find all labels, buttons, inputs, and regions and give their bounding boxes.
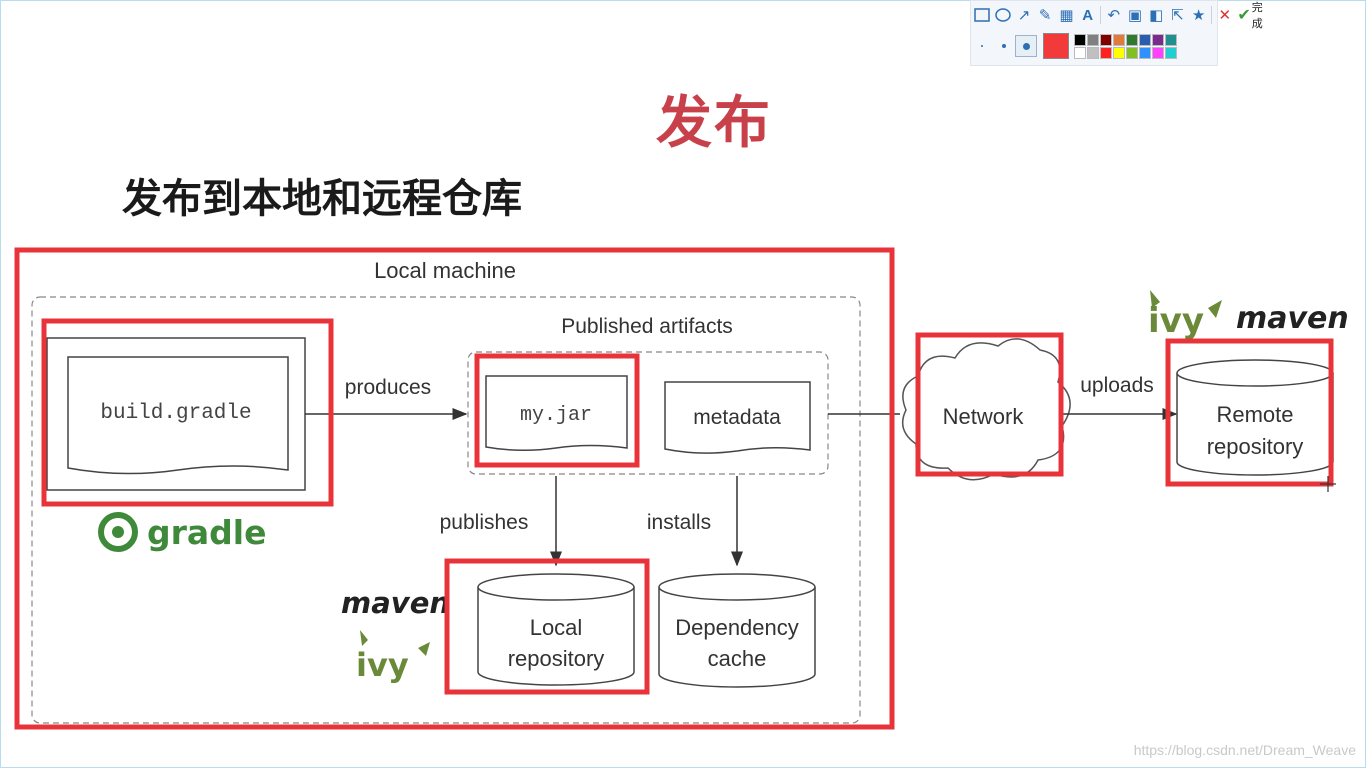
- highlight-remote-repository: [1165, 338, 1334, 487]
- highlight-local-repository: [444, 558, 650, 695]
- dependency-cache-label-1: Dependency: [675, 615, 799, 640]
- arrow-icon[interactable]: ↗: [1017, 7, 1031, 24]
- metadata-label: metadata: [693, 406, 781, 429]
- palette-swatch[interactable]: [1165, 33, 1177, 46]
- undo-icon[interactable]: ↶: [1107, 7, 1121, 24]
- local-repository-cylinder: [477, 573, 635, 686]
- pin-icon[interactable]: ◧: [1149, 7, 1164, 24]
- palette-swatch[interactable]: [1113, 33, 1125, 46]
- ellipse-icon[interactable]: [992, 4, 1013, 26]
- uploads-label: uploads: [1080, 374, 1154, 397]
- toolbar-separator: [1100, 6, 1102, 24]
- toolbar-style-row: [971, 31, 1177, 61]
- highlight-local-machine: [14, 247, 895, 730]
- palette-swatch[interactable]: [1139, 33, 1151, 46]
- slide-subtitle: 发布到本地和远程仓库: [122, 176, 522, 222]
- palette-swatch[interactable]: [1139, 46, 1151, 59]
- check-icon: ✔: [1237, 7, 1251, 24]
- palette-swatch[interactable]: [1074, 46, 1086, 59]
- dependency-cache-cylinder: [658, 573, 816, 688]
- ivy-logo-remote: ivy: [1148, 301, 1204, 341]
- highlight-jar: [474, 353, 640, 468]
- text-icon[interactable]: A: [1082, 6, 1094, 24]
- jar-label: my.jar: [520, 404, 592, 427]
- done-label: 完成: [1251, 2, 1263, 30]
- local-repo-label-1: Local: [530, 615, 583, 640]
- slide-title: 发布: [656, 91, 772, 156]
- remote-repo-label-1: Remote: [1216, 402, 1293, 427]
- annotation-toolbar: ↗ ✎ ▦ A ↶ ▣ ◧ ⇱ ★ ✕ ✔ 完成: [970, 0, 1263, 66]
- mosaic-icon[interactable]: ▦: [1059, 7, 1074, 24]
- palette-swatch[interactable]: [1126, 46, 1138, 59]
- jar-document: [485, 375, 628, 452]
- remote-repository-cylinder: [1176, 359, 1334, 476]
- palette-swatch[interactable]: [1074, 33, 1086, 46]
- star-icon[interactable]: ★: [1191, 7, 1206, 24]
- highlight-build-gradle: [41, 318, 334, 507]
- watermark: https://blog.csdn.net/Dream_Weave: [1133, 742, 1356, 758]
- current-color-swatch[interactable]: [1043, 33, 1069, 59]
- published-artifacts-label: Published artifacts: [561, 315, 733, 338]
- toolbar-separator: [1211, 6, 1213, 24]
- published-artifacts-container: [467, 351, 829, 475]
- color-palette: [1074, 33, 1177, 59]
- palette-swatch[interactable]: [1165, 46, 1177, 59]
- rectangle-icon[interactable]: [971, 4, 992, 26]
- palette-swatch[interactable]: [1100, 46, 1112, 59]
- share-icon[interactable]: ⇱: [1171, 7, 1184, 24]
- palette-swatch[interactable]: [1113, 46, 1125, 59]
- palette-swatch[interactable]: [1152, 33, 1164, 46]
- palette-swatch[interactable]: [1100, 33, 1112, 46]
- local-repo-label-2: repository: [508, 646, 605, 671]
- network-label: Network: [943, 404, 1025, 429]
- installs-label: installs: [647, 511, 711, 534]
- build-gradle-label: build.gradle: [100, 402, 251, 425]
- ivy-leaf-icon-remote: [1150, 290, 1222, 318]
- produces-label: produces: [345, 376, 431, 399]
- size-large-button[interactable]: [1015, 35, 1037, 57]
- highlight-annotations: [14, 247, 1334, 730]
- ivy-logo-local: ivy: [356, 646, 409, 684]
- brush-icon[interactable]: ✎: [1038, 7, 1052, 24]
- gradle-logo-text: gradle: [147, 513, 266, 552]
- palette-swatch[interactable]: [1087, 33, 1099, 46]
- maven-logo-remote: maven: [1236, 301, 1349, 336]
- gradle-logo: gradle: [98, 512, 266, 552]
- toolbar-tools-row: ↗ ✎ ▦ A ↶ ▣ ◧ ⇱ ★ ✕ ✔ 完成: [971, 2, 1272, 30]
- palette-swatch[interactable]: [1087, 46, 1099, 59]
- build-gradle-document: [67, 356, 289, 475]
- maven-logo-local: maven: [341, 586, 450, 620]
- ivy-leaf-icon-local: [360, 630, 430, 656]
- remote-repo-label-2: repository: [1207, 434, 1304, 459]
- metadata-document: [664, 381, 811, 454]
- save-icon[interactable]: ▣: [1127, 7, 1143, 24]
- local-machine-label: Local machine: [374, 258, 516, 283]
- size-medium-button[interactable]: [993, 35, 1015, 57]
- local-machine-container: [31, 296, 861, 724]
- highlight-network: [915, 332, 1064, 477]
- publishes-label: publishes: [440, 511, 529, 534]
- palette-swatch[interactable]: [1152, 46, 1164, 59]
- done-button[interactable]: ✔ 完成: [1237, 0, 1272, 31]
- dependency-cache-label-2: cache: [708, 646, 767, 671]
- palette-swatch[interactable]: [1126, 33, 1138, 46]
- close-icon[interactable]: ✕: [1218, 7, 1232, 24]
- crosshair-cursor-icon: [1320, 476, 1336, 492]
- size-small-button[interactable]: [971, 35, 993, 57]
